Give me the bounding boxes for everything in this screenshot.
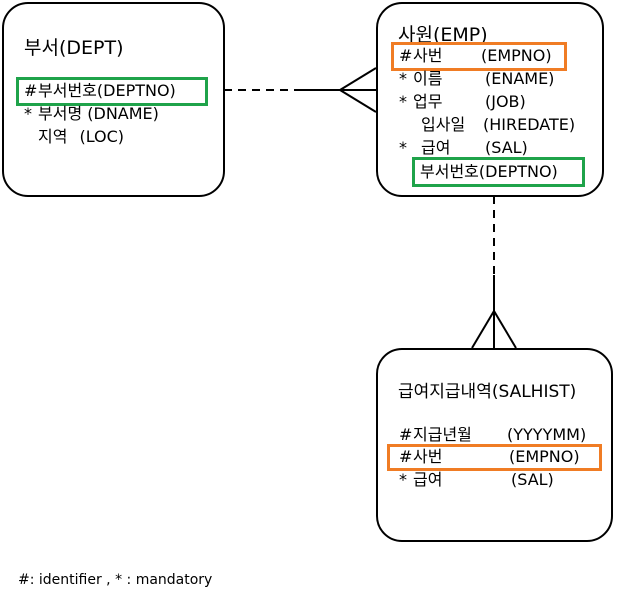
dept-title: 부서(DEPT) — [24, 37, 124, 59]
emp-pk-highlight — [391, 42, 567, 71]
salhist-fk-highlight — [387, 444, 602, 471]
legend-text: #: identifier , * : mandatory — [18, 572, 213, 588]
dept-emp-crowfoot-bottom — [339, 89, 377, 113]
dept-attr-deptno: #부서번호(DEPTNO) — [24, 81, 176, 100]
salhist-attr-yyyymm: #지급년월(YYYYMM) — [399, 425, 587, 444]
dept-pk-highlight — [16, 77, 208, 106]
emp-title: 사원(EMP) — [398, 24, 488, 46]
emp-attr-empno: #사번(EMPNO) — [399, 46, 552, 65]
emp-attr-deptno: 부서번호(DEPTNO) — [420, 162, 558, 181]
emp-attr-hiredate: 입사일(HIREDATE) — [421, 115, 576, 134]
salhist-attr-empno: #사번(EMPNO) — [399, 447, 580, 466]
dept-attr-loc: 지역(LOC) — [38, 127, 125, 146]
salhist-title: 급여지급내역(SALHIST) — [398, 382, 577, 402]
dept-emp-crowfoot-top — [339, 67, 377, 91]
emp-attr-sal: *급여(SAL) — [399, 138, 528, 157]
salhist-attr-sal: *급여(SAL) — [399, 470, 554, 489]
dept-entity — [2, 2, 225, 197]
emp-salhist-crowfoot-right — [493, 310, 517, 349]
emp-fk-highlight — [412, 157, 585, 187]
emp-attr-ename: *이름(ENAME) — [399, 69, 555, 88]
emp-salhist-crowfoot-left — [471, 310, 495, 349]
dept-attr-dname: *부서명 (DNAME) — [24, 104, 159, 123]
emp-attr-job: *업무(JOB) — [399, 92, 526, 111]
